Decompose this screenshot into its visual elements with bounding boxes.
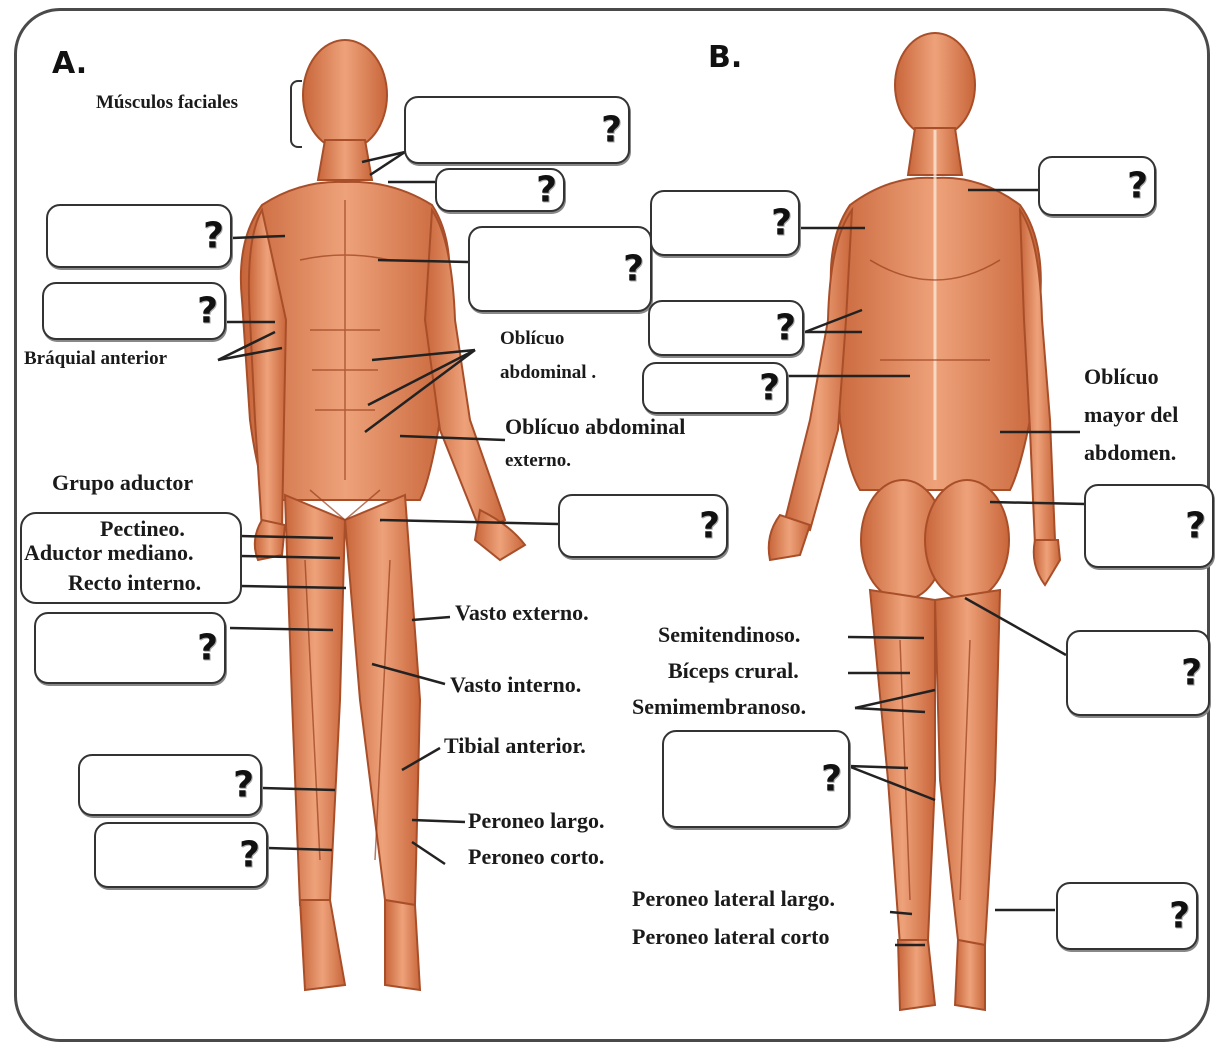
label-oblicuo-abdominal-2: abdominal . xyxy=(500,362,596,384)
label-recto-interno: Recto interno. xyxy=(68,570,201,595)
answer-box[interactable]: ? xyxy=(94,822,268,888)
question-mark-icon: ? xyxy=(1169,896,1190,937)
label-braquial-anterior: Bráquial anterior xyxy=(24,348,167,370)
question-mark-icon: ? xyxy=(759,368,780,409)
answer-box[interactable]: ? xyxy=(34,612,226,684)
answer-box[interactable]: ? xyxy=(648,300,804,356)
label-aductor-mediano: Aductor mediano. xyxy=(24,540,194,565)
question-mark-icon: ? xyxy=(623,249,644,290)
answer-box[interactable]: ? xyxy=(642,362,788,414)
label-oblicuo-mayor-1: Oblícuo xyxy=(1084,364,1159,389)
label-oblicuo-abdominal-1: Oblícuo xyxy=(500,328,564,350)
label-semitendinoso: Semitendinoso. xyxy=(658,622,800,647)
question-mark-icon: ? xyxy=(1185,506,1206,547)
answer-box[interactable]: ? xyxy=(78,754,262,816)
question-mark-icon: ? xyxy=(775,308,796,349)
answer-box[interactable]: ? xyxy=(1084,484,1214,568)
label-tibial-anterior: Tibial anterior. xyxy=(444,733,586,758)
question-mark-icon: ? xyxy=(1127,166,1148,207)
answer-box[interactable]: ? xyxy=(468,226,652,312)
question-mark-icon: ? xyxy=(771,203,792,244)
answer-box[interactable]: ? xyxy=(1038,156,1156,216)
question-mark-icon: ? xyxy=(1181,653,1202,694)
answer-box[interactable]: ? xyxy=(46,204,232,268)
label-oblicuo-externo-2: externo. xyxy=(505,450,571,472)
label-vasto-externo: Vasto externo. xyxy=(455,600,589,625)
label-semimembranoso: Semimembranoso. xyxy=(632,694,806,719)
label-peroneo-largo: Peroneo largo. xyxy=(468,808,604,833)
answer-box[interactable]: ? xyxy=(558,494,728,558)
question-mark-icon: ? xyxy=(699,506,720,547)
answer-box[interactable]: ? xyxy=(650,190,800,256)
answer-box[interactable]: ? xyxy=(42,282,226,340)
label-vasto-interno: Vasto interno. xyxy=(450,672,581,697)
answer-box[interactable]: ? xyxy=(435,168,565,212)
label-peroneo-lateral-corto: Peroneo lateral corto xyxy=(632,924,830,949)
label-oblicuo-externo-1: Oblícuo abdominal xyxy=(505,414,685,439)
label-grupo-aductor: Grupo aductor xyxy=(52,470,193,495)
label-oblicuo-mayor-2: mayor del xyxy=(1084,402,1178,427)
question-mark-icon: ? xyxy=(233,765,254,806)
label-peroneo-lateral-largo: Peroneo lateral largo. xyxy=(632,886,835,911)
question-mark-icon: ? xyxy=(239,835,260,876)
label-biceps-crural: Bíceps crural. xyxy=(668,658,799,683)
label-musculos-faciales: Músculos faciales xyxy=(96,92,238,114)
label-pectineo: Pectineo. xyxy=(100,516,185,541)
label-peroneo-corto: Peroneo corto. xyxy=(468,844,604,869)
question-mark-icon: ? xyxy=(601,110,622,151)
facial-bracket xyxy=(290,80,302,148)
answer-box[interactable]: ? xyxy=(404,96,630,164)
panel-b-label: B. xyxy=(708,40,742,75)
label-oblicuo-mayor-3: abdomen. xyxy=(1084,440,1176,465)
back-body-figure xyxy=(769,33,1060,1010)
question-mark-icon: ? xyxy=(536,170,557,211)
question-mark-icon: ? xyxy=(821,759,842,800)
question-mark-icon: ? xyxy=(197,291,218,332)
answer-box[interactable]: ? xyxy=(1056,882,1198,950)
panel-a-label: A. xyxy=(52,46,87,81)
answer-box[interactable]: ? xyxy=(1066,630,1210,716)
question-mark-icon: ? xyxy=(203,216,224,257)
answer-box[interactable]: ? xyxy=(662,730,850,828)
question-mark-icon: ? xyxy=(197,628,218,669)
